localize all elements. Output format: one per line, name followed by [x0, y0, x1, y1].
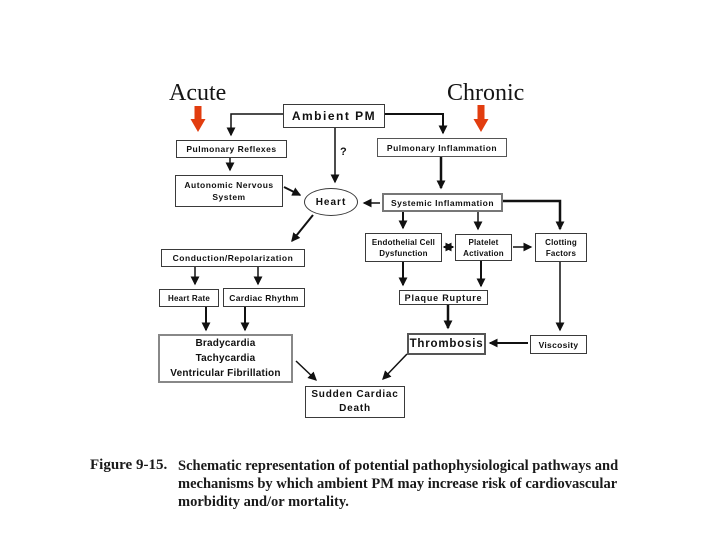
node-pulmonary-reflexes: Pulmonary Reflexes [176, 140, 287, 158]
node-thrombosis: Thrombosis [407, 333, 486, 355]
uncertain-link-label: ? [340, 146, 347, 158]
node-viscosity: Viscosity [530, 335, 587, 354]
node-clotting-factors: Clotting Factors [535, 233, 587, 262]
node-ambient-pm: Ambient PM [283, 104, 385, 128]
label-line: Clotting [545, 237, 577, 247]
caption-line: mechanisms by which ambient PM may incre… [178, 476, 618, 492]
label-line: Death [339, 403, 371, 414]
node-systemic-inflammation: Systemic Inflammation [382, 193, 503, 212]
node-heart-rate: Heart Rate [159, 289, 219, 307]
node-platelet-activation: Platelet Activation [455, 234, 512, 261]
node-heart: Heart [304, 188, 358, 216]
label-line: System [212, 192, 246, 202]
node-arrhythmias: Bradycardia Tachycardia Ventricular Fibr… [158, 334, 293, 383]
label-line: Endothelial Cell [371, 237, 436, 247]
acute-heading: Acute [169, 80, 227, 106]
label-line: Autonomic Nervous [184, 180, 274, 190]
acute-emphasis-arrow-icon [190, 106, 206, 132]
flow-arrows [190, 113, 565, 381]
node-endothelial-cell-dysfunction: Endothelial Cell Dysfunction [365, 233, 442, 262]
label-line: Sudden Cardiac [311, 389, 399, 400]
node-cardiac-rhythm: Cardiac Rhythm [223, 288, 305, 307]
node-autonomic-nervous-system: Autonomic Nervous System [175, 175, 283, 207]
node-conduction-repolarization: Conduction/Repolarization [161, 249, 305, 267]
label-line: Factors [545, 248, 577, 258]
node-pulmonary-inflammation: Pulmonary Inflammation [377, 138, 507, 157]
label-line: Ventricular Fibrillation [170, 368, 281, 379]
label-line: Bradycardia [195, 338, 256, 349]
figure-caption: Schematic representation of potential pa… [178, 457, 618, 511]
label-line: Activation [463, 248, 504, 258]
label-line: Dysfunction [379, 248, 428, 258]
node-sudden-cardiac-death: Sudden Cardiac Death [305, 386, 405, 418]
label-line: Tachycardia [195, 353, 256, 364]
caption-line: Schematic representation of potential pa… [178, 458, 619, 474]
chronic-emphasis-arrow-icon [473, 105, 489, 132]
chronic-heading: Chronic [447, 80, 525, 106]
caption-line: morbidity and/or mortality. [178, 494, 349, 510]
figure-number-label: Figure 9-15. [90, 457, 168, 473]
node-plaque-rupture: Plaque Rupture [399, 290, 488, 305]
label-line: Platelet [468, 237, 499, 247]
